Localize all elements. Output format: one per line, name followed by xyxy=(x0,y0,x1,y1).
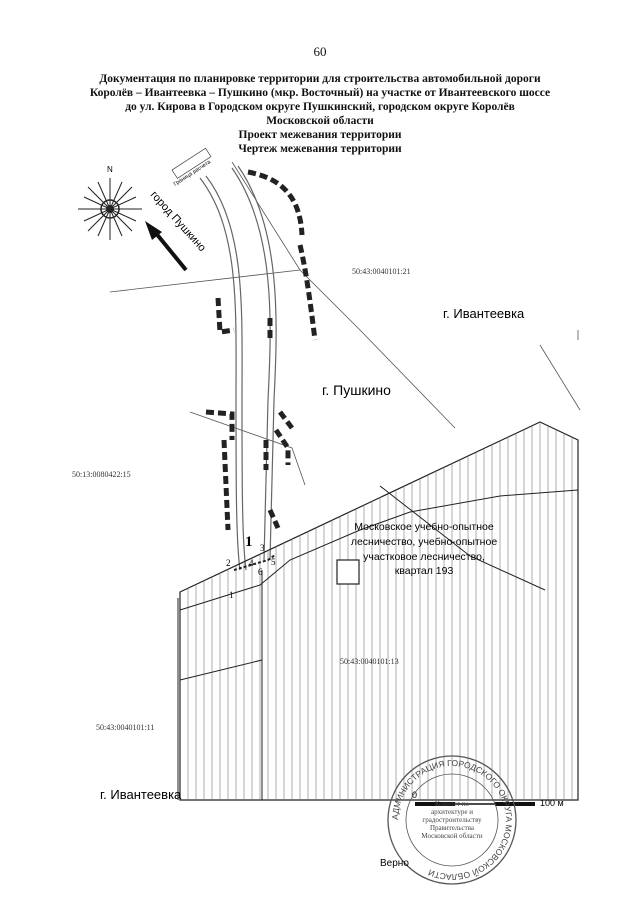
forest-label-line-3: участковое лесничество, xyxy=(363,551,485,563)
scale-end: 100 м xyxy=(540,798,564,808)
point-1-big: 1 xyxy=(245,534,253,550)
parcel-label-15: 50:13:0080422:15 xyxy=(72,470,131,479)
direction-arrow-icon xyxy=(145,221,188,272)
city-label-ivanteevka-bottom: г. Ивантеевка xyxy=(100,787,182,802)
cut-line xyxy=(233,554,276,571)
point-3: 3 xyxy=(260,543,265,553)
boundary-label: Граница расчета xyxy=(173,159,213,188)
point-1-small: 1 xyxy=(229,590,234,600)
parcel-label-11: 50:43:0040101:11 xyxy=(96,723,154,732)
territory-boundaries xyxy=(109,161,581,486)
document-header: Документация по планировке территории дл… xyxy=(80,72,560,156)
parcel-label-13: 50:43:0040101:13 xyxy=(340,657,399,666)
city-label-pushkino: г. Пушкино xyxy=(322,382,391,398)
direction-label: город Пушкино xyxy=(148,189,208,254)
parcel-label-21: 50:43:0040101:21 xyxy=(352,267,411,276)
inner-parcel-lines xyxy=(177,485,579,800)
stamp-center-text: Комитет по архитектуре и градостроительс… xyxy=(421,800,483,840)
scale-bar: 0 100 м xyxy=(412,790,564,808)
verno-signature: Верно xyxy=(380,858,409,869)
city-label-ivanteevka-top: г. Ивантеевка xyxy=(443,306,525,321)
scale-start: 0 xyxy=(412,790,417,800)
header-line-2: Королёв – Ивантеевка – Пушкино (мкр. Вос… xyxy=(89,87,551,99)
forest-parcel xyxy=(179,421,579,801)
point-5: 5 xyxy=(271,557,276,567)
forest-label-line-4: квартал 193 xyxy=(395,565,454,577)
point-6: 6 xyxy=(258,567,263,577)
header-line-5: Проект межевания территории xyxy=(238,129,402,141)
building-square xyxy=(336,559,360,585)
forest-label: Московское учебно-опытное лесничество, у… xyxy=(351,521,497,577)
header-line-3: до ул. Кирова в Городском округе Пушкинс… xyxy=(125,101,515,113)
forest-hatching xyxy=(187,422,573,800)
road-alignment xyxy=(199,165,277,571)
compass-north-label: N xyxy=(107,165,113,174)
building-outlines xyxy=(205,169,318,531)
forest-label-line-2: лесничество, учебно-опытное xyxy=(351,536,497,548)
page-number: 60 xyxy=(313,44,327,59)
header-line-4: Московской области xyxy=(266,115,374,127)
header-line-6: Чертеж межевания территории xyxy=(238,143,402,155)
point-2: 2 xyxy=(226,558,231,568)
forest-label-line-1: Московское учебно-опытное xyxy=(354,521,494,533)
compass-rose-icon: N xyxy=(78,165,142,240)
point-4: 4 xyxy=(249,558,254,568)
header-line-1: Документация по планировке территории дл… xyxy=(99,73,541,85)
